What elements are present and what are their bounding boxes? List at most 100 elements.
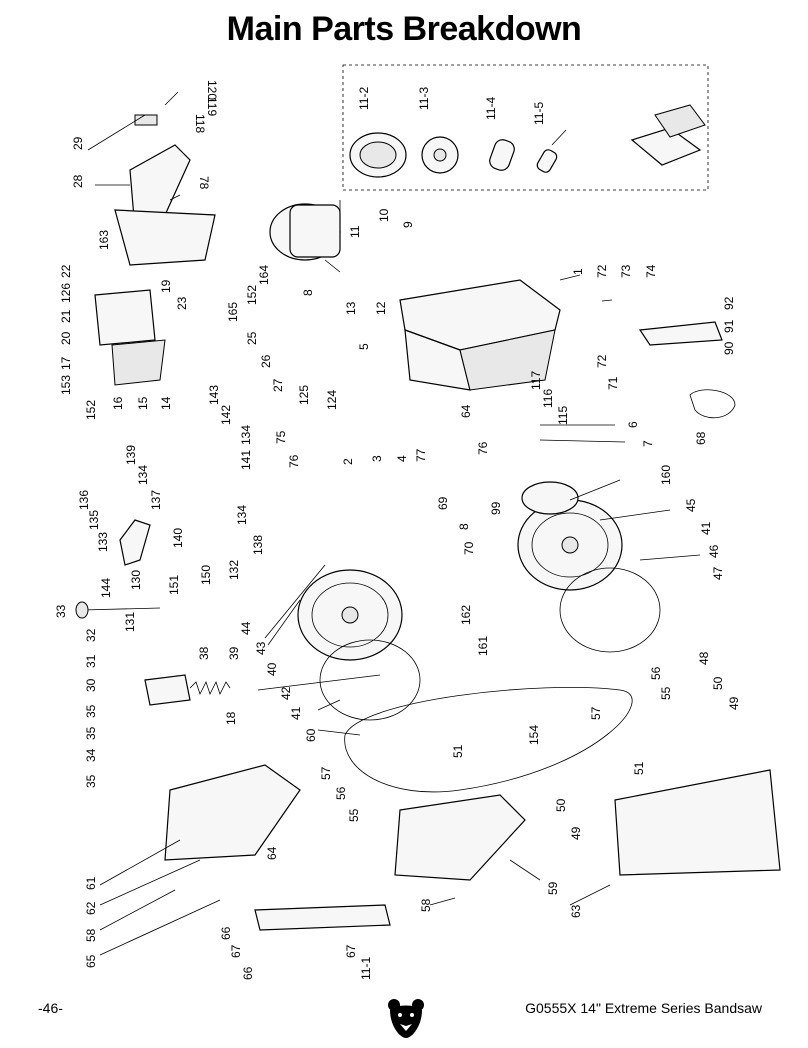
callout: 72 <box>595 264 609 278</box>
callout: 22 <box>59 264 73 278</box>
callout: 51 <box>632 761 646 775</box>
callout: 38 <box>197 646 211 660</box>
callout: 55 <box>347 808 361 822</box>
callout: 76 <box>476 441 490 455</box>
callout: 11-1 <box>359 957 373 980</box>
lower-cover <box>614 769 781 876</box>
callout: 11-2 <box>357 87 371 110</box>
callout: 44 <box>239 621 253 635</box>
callout: 60 <box>304 728 318 742</box>
callout: 58 <box>419 898 433 912</box>
part-160 <box>521 481 579 515</box>
callout: 55 <box>659 686 673 700</box>
callout: 13 <box>344 301 358 315</box>
callout: 65 <box>84 954 98 968</box>
callout: 67 <box>344 944 358 958</box>
callout: 26 <box>259 354 273 368</box>
callout: 134 <box>136 465 150 485</box>
callout: 71 <box>606 376 620 390</box>
page-title: Main Parts Breakdown <box>226 10 582 48</box>
callout-labels: 120 119 118 29 28 78 163 22 126 21 20 17… <box>54 80 741 980</box>
callout: 119 <box>205 97 219 116</box>
callout: 34 <box>84 748 98 762</box>
belt <box>689 389 736 419</box>
callout: 165 <box>226 302 240 322</box>
callout: 20 <box>59 331 73 345</box>
callout: 90 <box>722 341 736 355</box>
callout: 126 <box>59 283 73 303</box>
callout: 130 <box>129 570 143 590</box>
callout: 27 <box>271 378 285 392</box>
callout: 33 <box>54 604 68 618</box>
callout: 41 <box>289 706 303 720</box>
callout: 64 <box>265 846 279 860</box>
callout: 35 <box>84 774 98 788</box>
callout: 151 <box>167 575 181 595</box>
blade <box>344 687 633 793</box>
callout: 91 <box>722 319 736 333</box>
callout: 47 <box>711 566 725 580</box>
motor <box>269 203 341 273</box>
callout: 115 <box>556 406 570 425</box>
part-11-3 <box>489 139 515 171</box>
callout: 72 <box>595 354 609 368</box>
callout: 144 <box>99 578 113 598</box>
callout: 57 <box>589 706 603 720</box>
callout: 150 <box>199 565 213 585</box>
callout: 116 <box>541 389 555 408</box>
callout: 138 <box>251 535 265 555</box>
callout: 64 <box>459 404 473 418</box>
part-90 <box>638 321 723 346</box>
callout: 6 <box>626 421 640 428</box>
callout: 68 <box>694 431 708 445</box>
callout: 135 <box>87 510 101 530</box>
callout: 77 <box>414 448 428 462</box>
callout: 18 <box>224 711 238 725</box>
callout: 10 <box>377 208 391 222</box>
callout: 42 <box>279 686 293 700</box>
callout: 2 <box>341 458 355 465</box>
callout: 4 <box>395 455 409 462</box>
callout: 32 <box>84 628 98 642</box>
callout: 132 <box>227 560 241 580</box>
callout: 11 <box>348 225 362 238</box>
callout: 17 <box>59 356 73 370</box>
callout: 5 <box>357 343 371 350</box>
callout: 58 <box>84 928 98 942</box>
callout: 21 <box>59 309 73 323</box>
callout: 67 <box>229 944 243 958</box>
callout: 164 <box>257 265 271 285</box>
part-11-4 <box>536 129 567 173</box>
callout: 136 <box>77 490 91 510</box>
callout: 50 <box>554 798 568 812</box>
callout: 11-3 <box>417 87 431 110</box>
callout: 35 <box>84 704 98 718</box>
callout: 99 <box>489 501 503 515</box>
callout: 125 <box>297 385 311 405</box>
callout: 162 <box>459 605 473 625</box>
callout: 43 <box>254 641 268 655</box>
callout: 16 <box>111 396 125 410</box>
callout: 1 <box>571 268 585 275</box>
callout: 19 <box>159 279 173 293</box>
model-name: G0555X 14" Extreme Series Bandsaw <box>525 1000 762 1016</box>
upper-tire <box>319 639 421 721</box>
page-number: -46- <box>38 1000 63 1016</box>
callout: 49 <box>727 696 741 710</box>
callout: 25 <box>245 331 259 345</box>
callout: 131 <box>123 612 137 632</box>
switch-panel <box>111 339 166 386</box>
switch-box <box>94 289 156 346</box>
callout: 137 <box>149 490 163 510</box>
callout: 51 <box>451 744 465 758</box>
callout: 59 <box>546 881 560 895</box>
callout: 133 <box>96 532 110 552</box>
callout: 153 <box>59 375 73 395</box>
main-base <box>399 279 561 391</box>
callout: 15 <box>136 396 150 410</box>
spring <box>189 680 231 696</box>
callout: 75 <box>274 430 288 444</box>
upper-wheel-slide <box>144 674 191 706</box>
upper-arm <box>114 114 216 266</box>
